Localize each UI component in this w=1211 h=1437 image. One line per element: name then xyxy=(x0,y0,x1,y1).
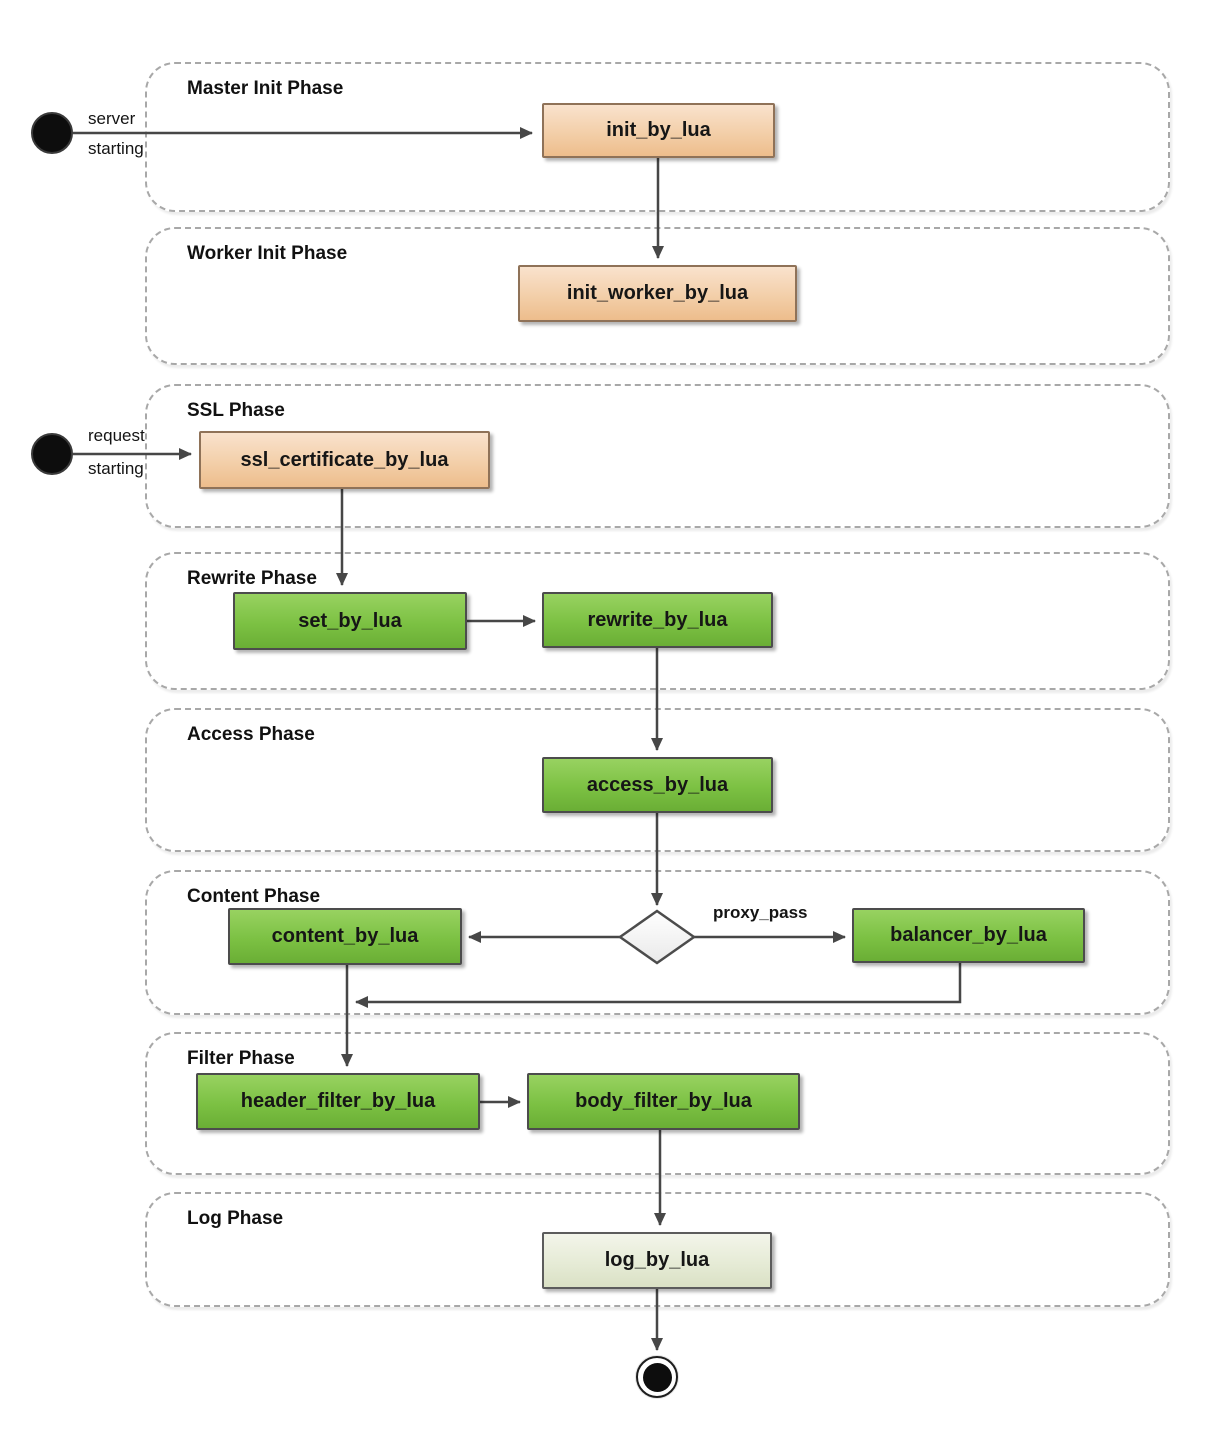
initial-state-server-icon xyxy=(31,112,73,154)
phase-title-ssl: SSL Phase xyxy=(187,400,285,421)
phase-title-log: Log Phase xyxy=(187,1208,284,1229)
node-log-by-lua: log_by_lua xyxy=(542,1232,772,1289)
phase-title-master-init: Master Init Phase xyxy=(187,78,344,99)
phase-filter: Filter Phase xyxy=(145,1032,1170,1175)
edge-label-server-starting: starting xyxy=(88,139,144,158)
phase-title-access: Access Phase xyxy=(187,724,315,745)
node-init-by-lua: init_by_lua xyxy=(542,103,775,158)
node-ssl-certificate-by-lua: ssl_certificate_by_lua xyxy=(199,431,490,489)
node-header-filter-by-lua: header_filter_by_lua xyxy=(196,1073,480,1130)
node-balancer-by-lua: balancer_by_lua xyxy=(852,908,1085,963)
edge-label-request-starting: starting xyxy=(88,459,144,478)
node-content-by-lua: content_by_lua xyxy=(228,908,462,965)
phase-title-content: Content Phase xyxy=(187,886,321,907)
initial-state-request-icon xyxy=(31,433,73,475)
edge-label-proxy-pass: proxy_pass xyxy=(713,903,808,922)
edge-label-request: request xyxy=(88,426,145,445)
decision-diamond xyxy=(617,909,697,965)
final-state-dot xyxy=(642,1362,672,1392)
node-init-worker-by-lua: init_worker_by_lua xyxy=(518,265,797,322)
edge-label-server: server xyxy=(88,109,136,128)
phase-title-rewrite: Rewrite Phase xyxy=(187,568,317,589)
node-body-filter-by-lua: body_filter_by_lua xyxy=(527,1073,800,1130)
node-rewrite-by-lua: rewrite_by_lua xyxy=(542,592,773,648)
phase-ssl: SSL Phase xyxy=(145,384,1170,528)
edge-balancer-join xyxy=(355,963,962,1008)
node-access-by-lua: access_by_lua xyxy=(542,757,773,813)
phase-title-filter: Filter Phase xyxy=(187,1048,295,1069)
final-state-icon xyxy=(636,1356,678,1398)
node-set-by-lua: set_by_lua xyxy=(233,592,467,650)
phase-title-worker-init: Worker Init Phase xyxy=(187,243,348,264)
